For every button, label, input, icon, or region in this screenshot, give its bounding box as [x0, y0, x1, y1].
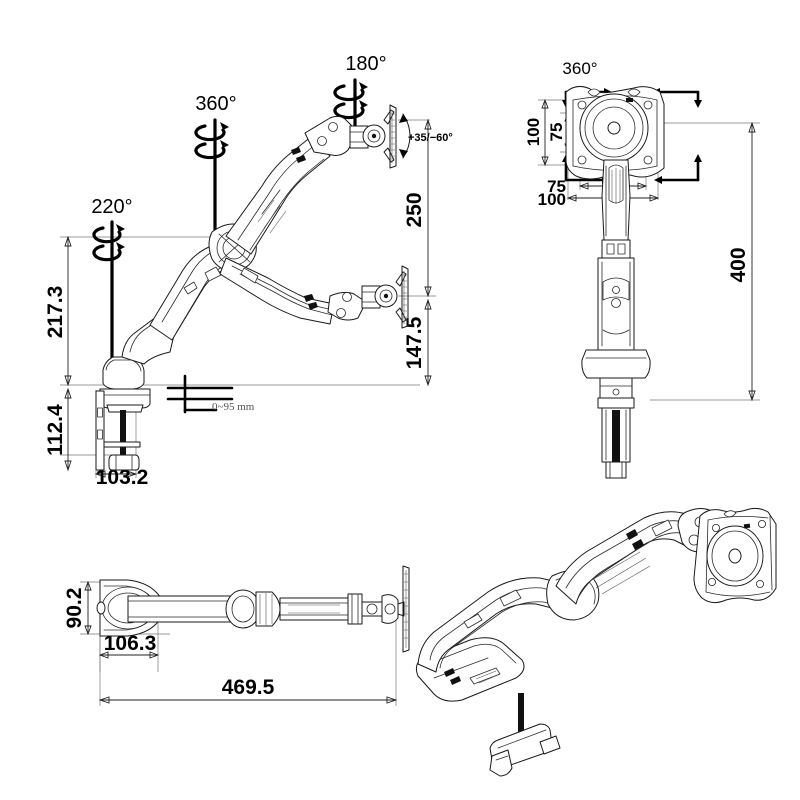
front-angle-360-label: 360°: [562, 59, 597, 78]
front-base-clamp: [581, 349, 651, 479]
tilt-range-label: +35/−60°: [408, 132, 453, 144]
dim-vesa-100h-label: 100: [538, 190, 566, 209]
dim-total-400: 400: [727, 121, 756, 402]
dim-vesa-75h-label: 75: [547, 177, 566, 196]
angle-180-label: 180°: [345, 53, 386, 75]
dim-469-5-label: 469.5: [222, 676, 275, 699]
dim-469-5: 469.5: [98, 676, 398, 704]
dim-147-5-label: 147.5: [403, 316, 426, 369]
dim-vesa-75-horizontal: 75: [547, 177, 648, 196]
dim-103-2: 103.2: [94, 466, 149, 489]
dim-112-4: 112.4: [44, 387, 72, 472]
angle-360-symbol: 360°: [194, 93, 237, 250]
iso-vesa-plate: [693, 507, 777, 604]
desk-thickness-label: 0~95 mm: [212, 401, 255, 413]
dim-106-3: 106.3: [98, 632, 160, 659]
iso-clamp-post: [489, 693, 561, 777]
angle-220-label: 220°: [91, 196, 132, 218]
top-arm-tube: [127, 565, 410, 653]
front-vesa-plate: [565, 86, 665, 180]
dim-vesa-75v-label: 75: [547, 123, 566, 142]
dim-250-label: 250: [403, 192, 426, 227]
dim-217-3: 217.3: [44, 235, 72, 387]
dim-106-3-label: 106.3: [104, 632, 157, 655]
dim-250: 250: [403, 118, 432, 298]
angle-360-label: 360°: [195, 93, 236, 115]
front-upper-post: [601, 159, 631, 259]
side-upper-arm: [225, 135, 331, 255]
dim-vesa-100v-label: 100: [524, 118, 543, 146]
side-lower-head-arm: [219, 257, 409, 329]
side-upper-head: [304, 104, 397, 169]
dim-90-2: 90.2: [63, 580, 92, 636]
dim-total-400-label: 400: [727, 247, 750, 282]
side-clamp-assembly: [95, 356, 151, 471]
dim-112-4-label: 112.4: [44, 404, 67, 456]
front-angle-360-symbol: 360°: [562, 59, 597, 78]
dim-103-2-label: 103.2: [96, 466, 149, 489]
desk-thickness-note: 0~95 mm: [166, 374, 255, 414]
front-main-column: [597, 257, 635, 351]
dim-147-5: 147.5: [403, 298, 432, 387]
tilt-range-symbol: +35/−60°: [399, 113, 453, 159]
dim-217-3-label: 217.3: [44, 286, 67, 339]
dim-vesa-100-vertical: 100: [524, 98, 549, 167]
angle-180-symbol: 180°: [333, 53, 387, 142]
angle-220-symbol: 220°: [91, 196, 133, 392]
dim-90-2-label: 90.2: [63, 588, 86, 629]
